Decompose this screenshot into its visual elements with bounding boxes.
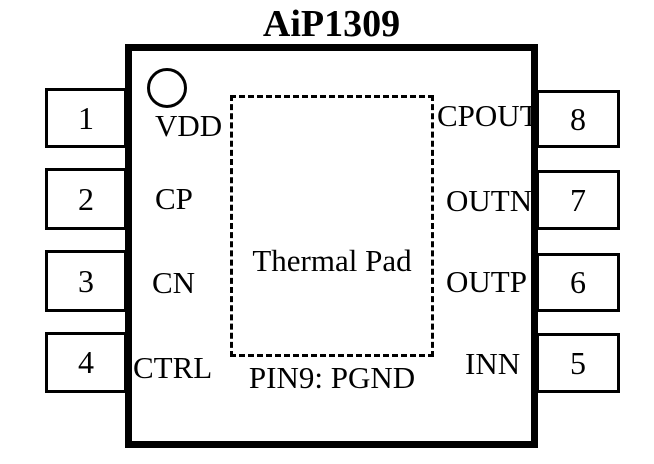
pin-name-cp: CP [155,181,193,216]
thermal-pad-outline [230,95,434,357]
pin-number: 3 [78,262,94,299]
pin-box-6: 6 [536,253,620,312]
pin9-note: PIN9: PGND [248,360,416,395]
pin-name-ctrl: CTRL [133,350,213,385]
pin-number: 5 [570,344,586,381]
pin-box-7: 7 [536,170,620,230]
pin-name-vdd: VDD [155,108,223,143]
pin-number: 4 [78,344,94,380]
pin-name-cpout: CPOUT [437,98,539,133]
pin-number: 1 [78,99,94,136]
chip-title: AiP1309 [262,3,401,45]
thermal-pad-label: Thermal Pad [252,243,412,278]
pin-number: 6 [570,264,586,300]
pin-box-3: 3 [45,250,127,312]
pin-number: 8 [570,100,586,137]
pin-box-2: 2 [45,168,127,230]
pin-name-outn: OUTN [446,183,533,218]
pin-box-4: 4 [45,332,127,393]
pin-box-8: 8 [536,90,620,148]
pin-number: 7 [570,181,586,218]
chip-body-outline [125,44,538,448]
pin-name-inn: INN [465,346,521,381]
pin-box-1: 1 [45,88,127,148]
pin-number: 2 [78,180,94,217]
pin-box-5: 5 [536,333,620,393]
pin1-indicator-icon [147,68,187,108]
pin-name-outp: OUTP [446,264,527,299]
pin-name-cn: CN [152,265,196,300]
